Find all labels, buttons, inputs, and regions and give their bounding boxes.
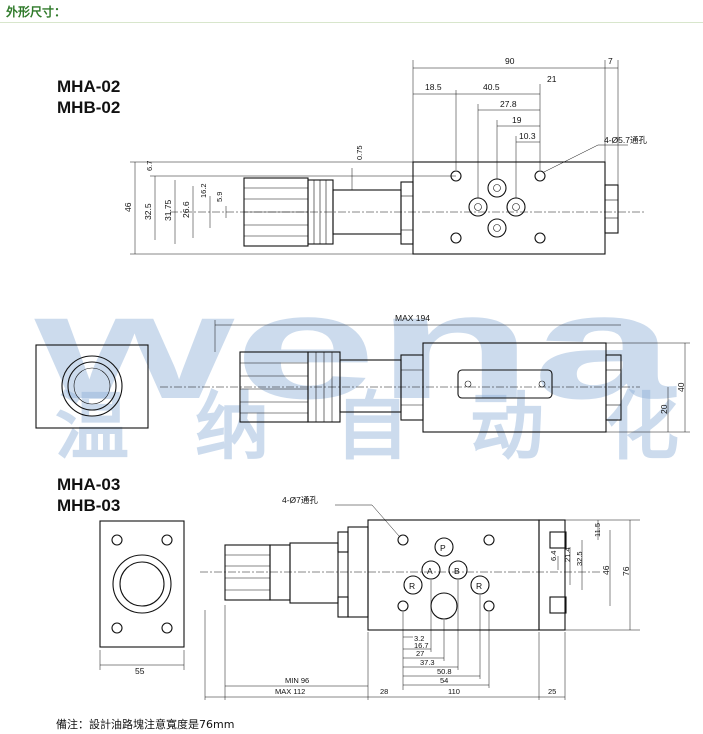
watermark-char-1: 温: [55, 384, 129, 470]
dim-19: 19: [512, 115, 522, 125]
dim-27: 27: [416, 649, 424, 658]
mha-02-side-view: 90 7 21 18.5 40.5 27.8 19 10.3 4-Ø5.7通孔 …: [123, 56, 647, 255]
hex-nut-02: [400, 181, 414, 245]
port-a: A: [427, 566, 433, 576]
dim-16-2: 16.2: [199, 183, 208, 198]
dim-50-8: 50.8: [437, 667, 452, 676]
front-view-middle: MAX 194 40 20: [35, 313, 690, 433]
dim-32-5-02: 32.5: [143, 203, 153, 220]
dim-20-mid: 20: [659, 404, 669, 414]
model-label-mhb-02: MHB-02: [57, 98, 120, 117]
nameplate: [457, 369, 553, 399]
end-view-square: [35, 344, 149, 429]
dim-11-5: 11.5: [593, 523, 602, 537]
dim-31-75: 31.75: [163, 199, 173, 221]
dim-46-03: 46: [601, 565, 611, 575]
watermark-char-5: 化: [605, 384, 679, 470]
footnote: 備注：設計油路塊注意寬度是76mm: [56, 718, 235, 731]
dim-28: 28: [380, 687, 388, 696]
port-p: P: [440, 543, 446, 553]
holes-label-02: 4-Ø5.7通孔: [604, 135, 647, 145]
dim-37-3: 37.3: [420, 658, 435, 667]
watermark-char-2: 纳: [195, 384, 269, 470]
port-r-left: R: [409, 581, 415, 591]
dim-10-3: 10.3: [519, 131, 536, 141]
adjust-knob-03: [224, 544, 271, 601]
dim-6-7: 6.7: [145, 161, 154, 171]
port-r-right: R: [476, 581, 482, 591]
watermark-latin: wena: [33, 262, 677, 430]
dim-16-7: 16.7: [414, 641, 429, 650]
dim-max-194: MAX 194: [395, 313, 430, 323]
watermark: wena 温 纳 自 动 化: [33, 262, 679, 470]
dim-18-5: 18.5: [425, 82, 442, 92]
dim-max-112: MAX 112: [275, 687, 305, 696]
watermark-char-4: 动: [470, 384, 544, 470]
port-b: B: [454, 566, 460, 576]
end-cap-right: [604, 184, 619, 234]
dim-5-9: 5.9: [215, 192, 224, 202]
mount-hole-icon: [534, 170, 546, 182]
holes-label-03: 4-Ø7通孔: [282, 495, 318, 505]
dim-55: 55: [135, 666, 145, 676]
dim-27-8: 27.8: [500, 99, 517, 109]
dim-40-mid: 40: [676, 382, 686, 392]
dim-3-2: 3.2: [414, 634, 424, 643]
dim-21-4: 21.4: [563, 547, 572, 562]
dim-54: 54: [440, 676, 448, 685]
dim-110: 110: [448, 687, 460, 696]
model-label-mhb-03: MHB-03: [57, 496, 120, 515]
dim-40-5: 40.5: [483, 82, 500, 92]
dim-76: 76: [621, 566, 631, 576]
mha-03-views: 55 P A B R R 4-: [99, 495, 640, 700]
dim-21: 21: [547, 74, 557, 84]
model-label-mha-03: MHA-03: [57, 475, 120, 494]
dim-25: 25: [548, 687, 556, 696]
header-bar: 外形尺寸：: [0, 0, 703, 23]
end-view-03: [99, 520, 185, 648]
dim-26-6: 26.6: [181, 201, 191, 218]
dim-90: 90: [505, 56, 515, 66]
dim-32-5-03: 32.5: [575, 551, 584, 566]
model-label-mha-02: MHA-02: [57, 77, 120, 96]
dim-6-4: 6.4: [549, 551, 558, 561]
watermark-char-3: 自: [335, 384, 409, 470]
dim-7: 7: [608, 56, 613, 66]
dim-min-96: MIN 96: [285, 676, 309, 685]
page-title: 外形尺寸：: [6, 5, 67, 19]
dim-0-75: 0.75: [355, 145, 364, 160]
dim-46-02: 46: [123, 202, 133, 212]
